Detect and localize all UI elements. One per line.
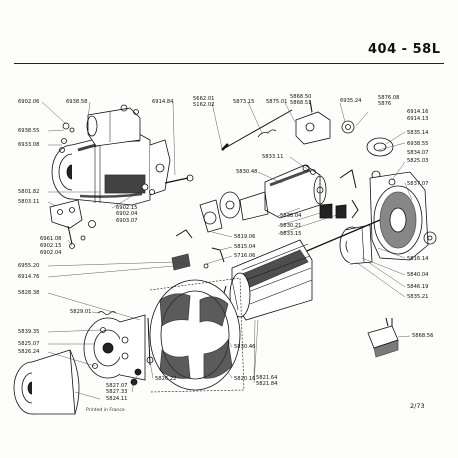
support-bracket bbox=[49, 199, 96, 249]
part-label: 6914.84 bbox=[152, 99, 174, 105]
part-label: 5716.06 bbox=[234, 253, 256, 259]
part-label: 6903.07 bbox=[116, 218, 138, 224]
part-label: 5835.21 bbox=[407, 294, 429, 300]
part-label: 6914.13 bbox=[407, 116, 429, 122]
part-label: 6902.15 bbox=[40, 243, 62, 249]
part-label: 6938.55 bbox=[407, 141, 429, 147]
part-label: 6961.08 bbox=[40, 236, 62, 242]
part-label: 5873.15 bbox=[233, 99, 255, 105]
part-label: 6938.58 bbox=[66, 99, 88, 105]
part-label: 5868.51 bbox=[290, 100, 312, 106]
part-label: 5876 bbox=[378, 101, 392, 107]
part-label: 5875.01 bbox=[266, 99, 288, 105]
part-label: 5837.07 bbox=[407, 181, 429, 187]
part-label: 5876.08 bbox=[378, 95, 400, 101]
part-label: 5829.01 bbox=[70, 309, 92, 315]
part-label: 5803.11 bbox=[18, 199, 40, 205]
part-label: 5826.22 bbox=[155, 376, 177, 382]
part-label: 5821.64 bbox=[256, 375, 278, 381]
header-title: 404 - 58L bbox=[368, 42, 440, 57]
part-label: 6935.24 bbox=[340, 98, 362, 104]
part-label: 5826.24 bbox=[18, 349, 40, 355]
part-label: 5846.19 bbox=[407, 284, 429, 290]
part-label: 5839.35 bbox=[18, 329, 40, 335]
part-label: 6902.06 bbox=[18, 99, 40, 105]
part-label: 5816.14 bbox=[407, 256, 429, 262]
part-label: 5662.01 bbox=[193, 96, 215, 102]
part-label: 5828.38 bbox=[18, 290, 40, 296]
part-label: 6914.76 bbox=[18, 274, 40, 280]
header-rule bbox=[14, 63, 444, 65]
part-label: 5834.07 bbox=[407, 150, 429, 156]
part-label: 5830.48 bbox=[236, 169, 258, 175]
part-label: 5838.04 bbox=[280, 213, 302, 219]
part-label: 5830.46 bbox=[234, 344, 256, 350]
part-label: 5833.11 bbox=[262, 154, 284, 160]
part-label: 5825.03 bbox=[407, 158, 429, 164]
model-number: 404 bbox=[368, 42, 397, 57]
part-label: 6902.04 bbox=[116, 211, 138, 217]
part-label: 5162.02 bbox=[193, 102, 215, 108]
part-label: 6933.08 bbox=[18, 142, 40, 148]
assembled-starter bbox=[51, 104, 194, 206]
part-label: 5868.56 bbox=[412, 333, 434, 339]
part-label: 5868.50 bbox=[290, 94, 312, 100]
part-label: 5821.84 bbox=[256, 381, 278, 387]
part-label: 5819.06 bbox=[234, 234, 256, 240]
solenoid-assembly bbox=[199, 164, 327, 233]
part-label: 6914.16 bbox=[407, 109, 429, 115]
part-label: 5835.14 bbox=[407, 130, 429, 136]
part-label: 6902.04 bbox=[40, 250, 62, 256]
connector-plug bbox=[367, 317, 399, 358]
part-label: 5840.04 bbox=[407, 272, 429, 278]
part-label: 5830.21 bbox=[280, 223, 302, 229]
part-label: 6938.55 bbox=[18, 128, 40, 134]
part-label: 5824.11 bbox=[106, 396, 128, 402]
part-label: 5827.33 bbox=[106, 389, 128, 395]
part-label: 5827.07 bbox=[106, 383, 128, 389]
part-label: 5820.16 bbox=[234, 376, 256, 382]
armature bbox=[221, 219, 381, 321]
yoke-field-coils bbox=[136, 277, 245, 393]
page-number: 2/73 bbox=[410, 402, 425, 410]
title-separator: - bbox=[401, 42, 408, 57]
part-label: 5801.82 bbox=[18, 189, 40, 195]
brush-holders bbox=[319, 169, 359, 219]
part-label: 6902.15 bbox=[116, 205, 138, 211]
part-label: 5815.04 bbox=[234, 244, 256, 250]
end-cap bbox=[295, 99, 394, 180]
printed-note: Printed in France bbox=[86, 408, 125, 413]
part-label: 6955.20 bbox=[18, 263, 40, 269]
pinion-drive bbox=[339, 224, 373, 265]
drive-housing bbox=[369, 171, 437, 261]
commutator-end-frame bbox=[13, 314, 146, 415]
part-label: 5825.07 bbox=[18, 341, 40, 347]
part-label: 5833.15 bbox=[280, 231, 302, 237]
section-code: 58L bbox=[412, 42, 441, 57]
